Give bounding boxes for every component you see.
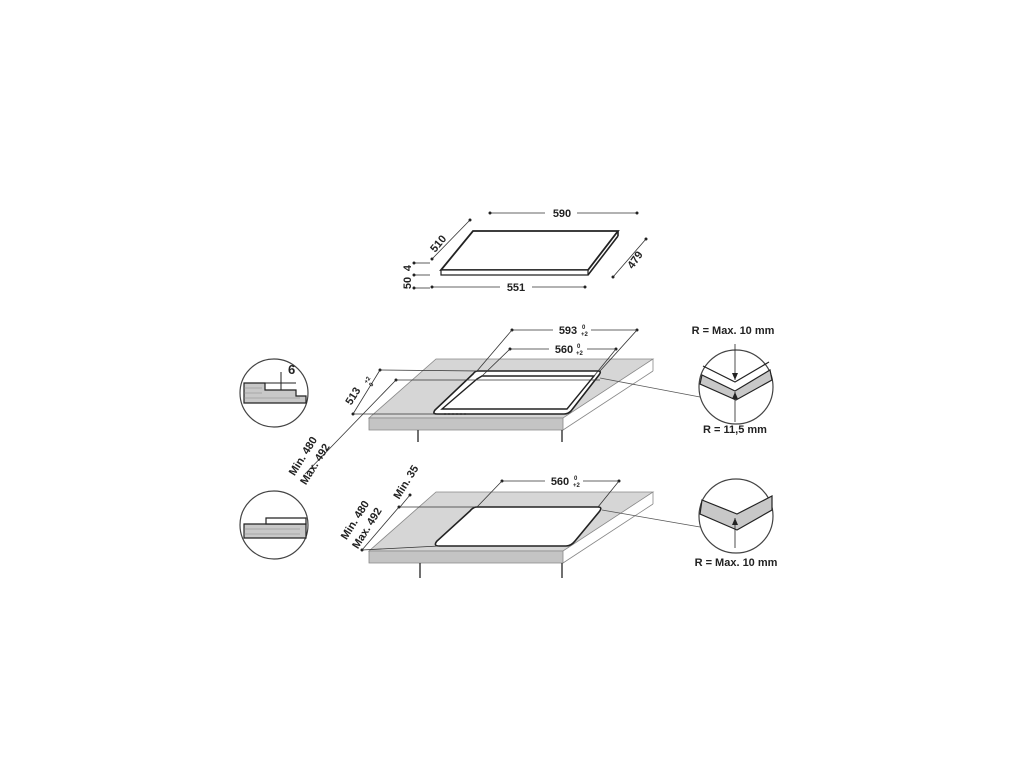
worktop-b-side-edge [562,503,654,564]
detail-circle-outline [698,349,774,425]
dim-extension [593,348,617,377]
dim-593-label: 593 [559,325,577,337]
dim-label-bg [545,474,583,487]
cutout-a-rebate [433,370,602,415]
dim-extension [481,348,511,377]
corner-section [699,495,773,531]
cutout-b-hole [434,506,602,547]
dim-dot [430,285,434,289]
dim-dot [583,285,587,289]
dim-label-bg [500,280,532,293]
dim-dot [611,275,615,279]
worktop-b-front [368,550,564,564]
hob-side-edge [587,235,619,276]
dim-dot [412,261,416,265]
dim-510-label: 510 [428,233,449,255]
dim-extension [597,480,620,508]
dim-513-tol-top: +2 [364,376,373,386]
detail-leader [599,377,701,398]
hob-edge-section [265,517,307,525]
hob-top-surface [439,230,620,271]
dim-extension [379,369,479,372]
dim-dot [430,257,434,261]
detail-leader [601,509,701,528]
dim-line-510 [431,219,471,260]
dim-line-479 [612,238,647,278]
dim-560-a-tol-top: 0 [577,344,581,350]
hob-front-edge [440,269,589,276]
dim-dot [408,493,412,497]
dim-extension [476,480,503,508]
detail-circle-rebate: 6 [239,358,309,428]
dim-dot [488,211,492,215]
dim-line-min-max-b [361,506,400,551]
dim-extension [599,329,638,372]
dim-560-b-tol-top: 0 [574,476,578,482]
arrow-head [732,392,738,399]
dim-513-tol-bottom: 0 [369,381,376,388]
worktop-a-side-edge [562,370,654,431]
dim-line-513 [352,369,381,415]
dim-560-a-tol-bottom: +2 [576,351,584,357]
dim-590-label: 590 [553,208,571,220]
dim-dot [468,218,472,222]
section-hatch [244,387,300,399]
section-hatch [244,528,300,535]
dim-560-b-label: 560 [551,476,569,488]
dim-min-35-label: Min. 35 [391,463,421,501]
detail-circle-corner-b: R = Max. 10 mm [601,478,778,569]
dim-560-a-label: 560 [555,344,573,356]
cutout-b-drawing: 560 0 +2 Min. 480 Max. 492 Min. 35 R = M… [239,463,778,578]
cutout-a-drawing: 593 0 +2 560 0 +2 513 +2 0 Min. 480 Max.… [239,323,775,487]
dim-6-label: 6 [288,362,295,377]
radius-b-label: R = Max. 10 mm [695,557,778,569]
corner-section [699,369,773,401]
arrow-head [732,373,738,380]
detail-circle-flat [239,490,309,560]
dim-extension [476,329,513,372]
arrow-head [732,518,738,525]
radius-inner-label: R = 11,5 mm [703,424,767,436]
detail-circle-corner-a: R = Max. 10 mm R = 11,5 mm [599,325,775,436]
dim-line-min-35 [399,494,411,508]
dim-dot [635,211,639,215]
dim-560-b-tol-bottom: +2 [573,483,581,489]
worktop-a-front [368,417,564,431]
dim-label-bg [549,342,587,355]
dim-dot [412,286,416,290]
dim-dot [644,237,648,241]
dim-551-label: 551 [507,282,525,294]
dim-extension [361,545,440,551]
dim-label-bg [545,205,577,218]
dim-513-label: 513 [344,385,364,407]
dim-dot [412,273,416,277]
flat-section [243,523,307,539]
dim-line-min-max-a [304,379,397,475]
hob-drawing: 590 510 4 50 551 479 [402,205,648,294]
dim-4-label: 4 [402,264,414,271]
dim-593-tol-top: 0 [582,325,586,331]
dim-label-bg [553,323,591,336]
corner-outer-edge [702,361,770,383]
radius-outer-label: R = Max. 10 mm [692,325,775,337]
dim-593-tol-bottom: +2 [581,332,589,338]
dim-479-label: 479 [625,249,645,271]
cutout-a-hole [440,375,596,410]
dim-50-label: 50 [402,277,414,289]
